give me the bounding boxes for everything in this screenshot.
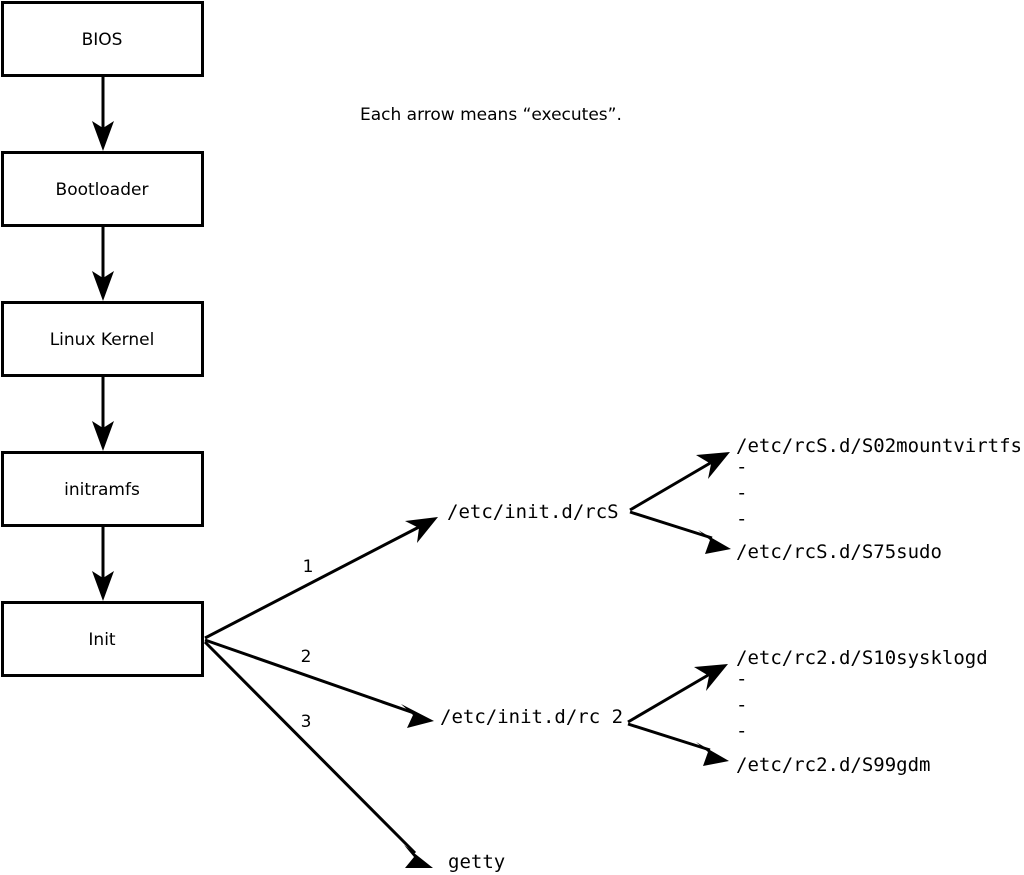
node-box-initramfs[interactable]	[1, 451, 204, 527]
arrowhead-rcs-last	[698, 530, 731, 554]
node-label-bios: BIOS	[82, 30, 123, 50]
rcs-child-label-last: /etc/rcS.d/S75sudo	[736, 541, 942, 563]
branch-number-1: 1	[303, 557, 314, 577]
ellipsis-dash-rc2-3: -	[736, 720, 747, 742]
arrow-rcs-to-first	[629, 452, 730, 512]
arrowhead-rcs-first	[696, 452, 730, 479]
node-label-initramfs: initramfs	[64, 480, 140, 500]
rc2-child-label-last: /etc/rc2.d/S99gdm	[736, 754, 930, 776]
arrowhead-rc2-last	[696, 742, 729, 766]
node-initramfs[interactable]: initramfs	[1, 451, 204, 527]
rc2-child-label-first: /etc/rc2.d/S10sysklogd	[736, 647, 988, 669]
ellipsis-dash-rcs-1: -	[736, 456, 747, 478]
arrow-rc2-to-last	[627, 722, 729, 766]
node-box-bios[interactable]	[1, 1, 204, 77]
script-label-rc2: /etc/init.d/rc 2	[440, 706, 623, 728]
arrow-rcs-to-last	[629, 510, 731, 554]
node-bootloader[interactable]: Bootloader	[1, 151, 204, 227]
legend-note: Each arrow means “executes”.	[360, 105, 622, 125]
node-box-linux-kernel[interactable]	[1, 301, 204, 377]
ellipsis-dash-rcs-3: -	[736, 508, 747, 530]
arrowhead-init-rc2	[401, 704, 434, 728]
arrow-init-to-rcs	[204, 517, 438, 640]
arrow-bootloader-to-kernel	[92, 226, 114, 301]
arrow-init-to-rc2	[204, 638, 434, 728]
script-label-rcs: /etc/init.d/rcS	[447, 501, 619, 523]
node-box-bootloader[interactable]	[1, 151, 204, 227]
branch-number-3: 3	[301, 712, 312, 732]
arrowhead-init-rcs	[405, 517, 438, 543]
arrowhead-rc2-first	[694, 664, 728, 691]
ellipsis-dash-rc2-2: -	[736, 694, 747, 716]
node-label-bootloader: Bootloader	[56, 180, 149, 200]
arrowhead-bootloader-kernel	[92, 271, 114, 301]
arrow-init-to-getty	[203, 640, 433, 868]
node-label-init: Init	[88, 630, 116, 650]
arrowhead-bios-bootloader	[92, 121, 114, 151]
arrow-initramfs-to-init	[92, 526, 114, 601]
arrowhead-kernel-initramfs	[92, 421, 114, 451]
arrow-bios-to-bootloader	[92, 76, 114, 151]
node-label-linux-kernel: Linux Kernel	[50, 330, 155, 350]
node-init[interactable]: Init	[1, 601, 204, 677]
arrowhead-init-getty	[404, 845, 433, 868]
ellipsis-dash-rcs-2: -	[736, 482, 747, 504]
ellipsis-dash-rc2-1: -	[736, 668, 747, 690]
arrowhead-initramfs-init	[92, 571, 114, 601]
node-linux-kernel[interactable]: Linux Kernel	[1, 301, 204, 377]
rcs-child-label-first: /etc/rcS.d/S02mountvirtfs	[736, 435, 1022, 457]
arrow-rc2-to-first	[627, 664, 728, 724]
node-bios[interactable]: BIOS	[1, 1, 204, 77]
node-box-init[interactable]	[1, 601, 204, 677]
script-label-getty: getty	[448, 851, 505, 873]
arrow-kernel-to-initramfs	[92, 376, 114, 451]
branch-number-2: 2	[301, 647, 312, 667]
